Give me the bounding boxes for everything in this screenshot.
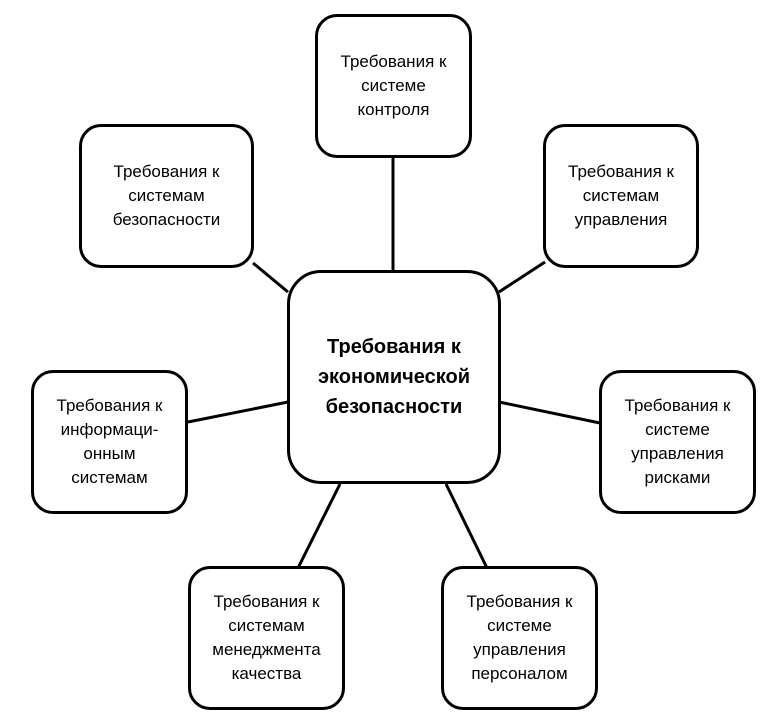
connector-information [187, 400, 289, 424]
node-personnel-management-system-requirements: Требования к системе управления персонал… [441, 566, 598, 710]
node-information-systems-requirements: Требования к информаци- онным системам [31, 370, 188, 514]
node-control-system-requirements: Требования к системе контроля [315, 14, 472, 158]
connector-quality [296, 483, 342, 569]
connector-risk [498, 400, 601, 425]
node-risk-management-system-requirements: Требования к системе управления рисками [599, 370, 756, 514]
node-economic-security-requirements: Требования к экономической безопасности [287, 270, 501, 484]
connector-security [252, 261, 289, 294]
node-security-systems-requirements: Требования к системам безопасности [79, 124, 254, 268]
node-management-systems-requirements: Требования к системам управления [543, 124, 699, 268]
connector-management [498, 260, 546, 294]
node-quality-management-systems-requirements: Требования к системам менеджмента качест… [188, 566, 345, 710]
connector-personnel [444, 483, 489, 569]
